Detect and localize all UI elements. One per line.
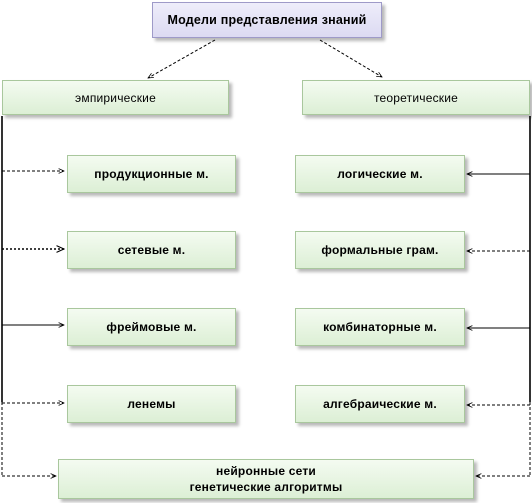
left-item-text: сетевые м. (117, 243, 186, 257)
right-item-text: комбинаторные м. (323, 320, 437, 334)
arrow-title-to-empirical (148, 39, 216, 78)
left-item-text: фреймовые м. (106, 320, 197, 334)
left-item-text: продукционные м. (94, 167, 209, 181)
left-item-box: продукционные м. (67, 155, 236, 193)
empirical-header-box: эмпирические (2, 80, 229, 115)
bottom-line-2: генетические алгоритмы (189, 480, 343, 494)
right-item-box: комбинаторные м. (295, 308, 465, 346)
theoretical-header-text: теоретические (373, 90, 458, 105)
right-item-box: формальные грам. (295, 231, 465, 269)
right-item-text: логические м. (337, 167, 423, 181)
left-item-box: фреймовые м. (67, 308, 236, 346)
arrow-title-to-theoretical (319, 39, 382, 77)
right-item-box: логические м. (295, 155, 465, 193)
left-item-box: сетевые м. (67, 231, 236, 269)
theoretical-header-box: теоретические (302, 80, 530, 115)
right-item-text: алгебраические м. (323, 397, 437, 411)
right-item-box: алгебраические м. (295, 385, 465, 423)
empirical-header-text: эмпирические (75, 90, 156, 105)
bottom-line-1: нейронные сети (216, 464, 316, 478)
right-item-text: формальные грам. (321, 243, 439, 257)
bottom-box: нейронные сети генетические алгоритмы (58, 459, 474, 499)
title-box: Модели представления знаний (152, 2, 382, 38)
title-text: Модели представления знаний (167, 13, 367, 27)
left-item-box: ленемы (67, 385, 236, 423)
left-item-text: ленемы (127, 397, 176, 411)
